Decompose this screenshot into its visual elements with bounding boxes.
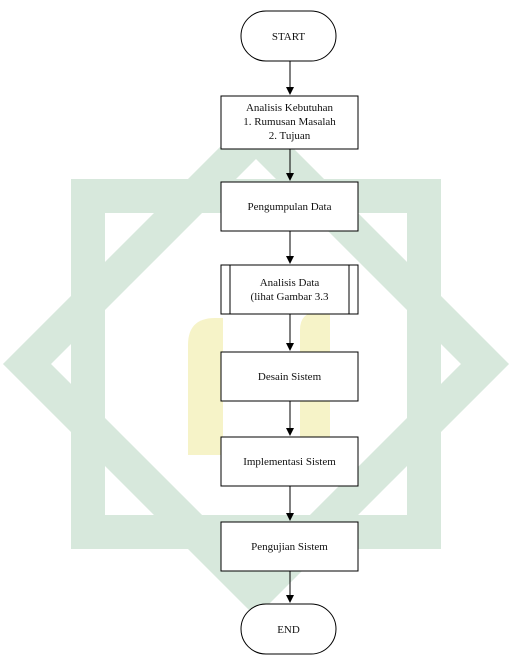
step-box xyxy=(220,351,359,402)
step-implementasi-sistem: Implementasi Sistem xyxy=(220,436,359,487)
end-label: END xyxy=(277,624,300,636)
start-label: START xyxy=(272,31,306,43)
step-box xyxy=(220,436,359,487)
step-label-line: Pengumpulan Data xyxy=(247,201,331,213)
step-label-line: (lihat Gambar 3.3 xyxy=(251,291,329,303)
step-pengujian-sistem: Pengujian Sistem xyxy=(220,521,359,572)
end-terminator-shape xyxy=(240,603,337,655)
step-label-line: Analisis Kebutuhan xyxy=(246,102,334,114)
step-box xyxy=(220,521,359,572)
step-label-line: Analisis Data xyxy=(260,277,320,289)
step-analisis-data: Analisis Data (lihat Gambar 3.3 xyxy=(220,264,359,315)
step-analisis-kebutuhan: Analisis Kebutuhan 1. Rumusan Masalah 2.… xyxy=(220,95,359,150)
step-label-line: 2. Tujuan xyxy=(269,130,311,142)
step-box xyxy=(220,181,359,232)
step-label-line: 1. Rumusan Masalah xyxy=(243,116,336,128)
watermark-gold-mark xyxy=(188,318,223,455)
step-pengumpulan-data: Pengumpulan Data xyxy=(220,181,359,232)
step-label-line: Desain Sistem xyxy=(258,371,322,383)
step-label-line: Pengujian Sistem xyxy=(251,541,328,553)
step-box xyxy=(220,95,359,150)
step-box xyxy=(220,264,359,315)
step-desain-sistem: Desain Sistem xyxy=(220,351,359,402)
start-terminator: START xyxy=(240,10,337,62)
end-terminator: END xyxy=(240,603,337,655)
step-label-line: Implementasi Sistem xyxy=(243,456,336,468)
start-terminator-shape xyxy=(240,10,337,62)
